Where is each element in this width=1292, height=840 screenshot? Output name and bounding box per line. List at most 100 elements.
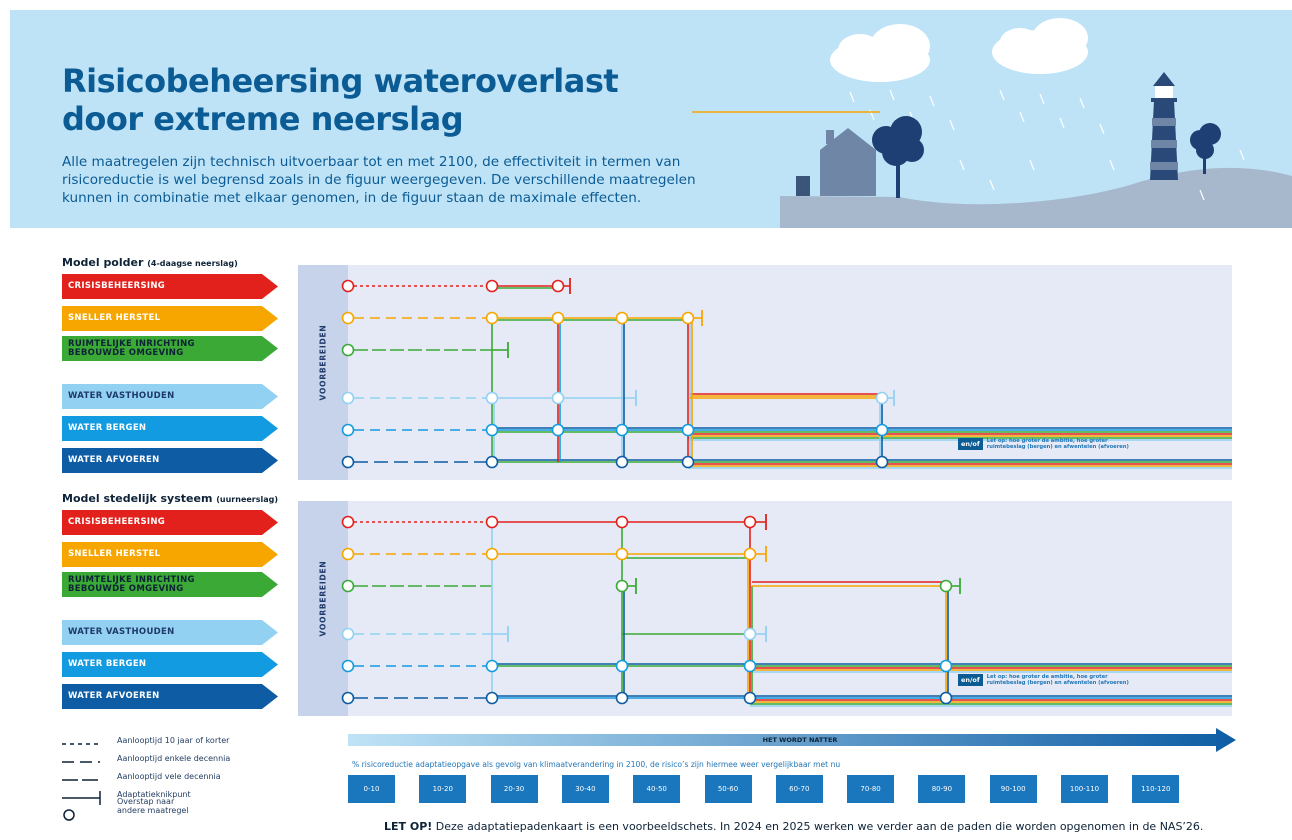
transfer-node <box>551 391 565 405</box>
transfer-node <box>939 659 953 673</box>
arrow-water-vasthouden-1: WATER VASTHOUDEN <box>62 384 278 409</box>
transfer-node <box>485 311 499 325</box>
intro-line-2: risicoreductie is wel begrensd zoals in … <box>62 172 696 188</box>
bin-10-20: 10-20 <box>419 775 467 803</box>
bin-60-70: 60-70 <box>775 775 823 803</box>
intro-line-3: kunnen in combinatie met elkaar genomen,… <box>62 190 642 206</box>
bin-110-120: 110-120 <box>1132 775 1180 803</box>
transfer-node <box>615 455 629 469</box>
model-2-subtitle: (uurneerslag) <box>216 495 279 504</box>
transfer-node <box>615 659 629 673</box>
arrow-sneller-herstel-2: SNELLER HERSTEL <box>62 542 278 567</box>
arrow-water-afvoeren-1: WATER AFVOEREN <box>62 448 278 473</box>
model-1-title: Model polder (4-daagse neerslag) <box>62 256 238 269</box>
bin-40-50: 40-50 <box>633 775 681 803</box>
bin-80-90: 80-90 <box>918 775 966 803</box>
start-node <box>341 547 355 561</box>
transfer-node <box>615 579 629 593</box>
footer-bold: LET OP! <box>384 820 433 833</box>
intro-line-1: Alle maatregelen zijn technisch uitvoerb… <box>62 154 681 170</box>
transfer-node <box>615 311 629 325</box>
bin-30-40: 30-40 <box>561 775 609 803</box>
page-title: Risicobeheersing wateroverlast door extr… <box>62 62 619 138</box>
start-node <box>341 423 355 437</box>
model-1-subtitle: (4-daagse neerslag) <box>147 259 238 268</box>
start-node <box>341 391 355 405</box>
title-line-1: Risicobeheersing wateroverlast <box>62 62 619 100</box>
transfer-node <box>551 279 565 293</box>
start-node <box>341 515 355 529</box>
arrow-crisisbeheersing-2: CRISISBEHEERSING <box>62 510 278 535</box>
start-node <box>341 579 355 593</box>
model-1-title-text: Model polder <box>62 256 144 269</box>
transfer-node <box>743 547 757 561</box>
bin-100-110: 100-110 <box>1061 775 1108 803</box>
intro-text: Alle maatregelen zijn technisch uitvoerb… <box>62 153 742 207</box>
model-1-panel <box>298 265 1232 480</box>
footer-text: Deze adaptatiepadenkaart is een voorbeel… <box>432 820 1204 833</box>
transfer-node <box>485 391 499 405</box>
model-1-note: en/of Let op: hoe groter de ambitie, hoe… <box>958 438 1129 450</box>
start-node <box>341 691 355 705</box>
bin-50-60: 50-60 <box>704 775 752 803</box>
arrow-water-bergen-2: WATER BERGEN <box>62 652 278 677</box>
title-line-2: door extreme neerslag <box>62 100 464 138</box>
model-2-title-text: Model stedelijk systeem <box>62 492 213 505</box>
bin-90-100: 90-100 <box>989 775 1037 803</box>
transfer-node <box>681 423 695 437</box>
axis-caption: % risicoreductie adaptatieopgave als gev… <box>352 760 841 769</box>
transfer-node <box>615 547 629 561</box>
arrow-water-bergen-1: WATER BERGEN <box>62 416 278 441</box>
start-node <box>341 279 355 293</box>
transfer-node <box>485 455 499 469</box>
arrow-crisisbeheersing-1: CRISISBEHEERSING <box>62 274 278 299</box>
model-2-title: Model stedelijk systeem (uurneerslag) <box>62 492 278 505</box>
start-node <box>341 659 355 673</box>
transfer-node <box>485 547 499 561</box>
note-line-1: Let op: hoe groter de ambitie, hoe grote… <box>986 674 1108 680</box>
transfer-node <box>875 455 889 469</box>
arrow-water-vasthouden-2: WATER VASTHOUDEN <box>62 620 278 645</box>
transfer-node <box>485 659 499 673</box>
model-2-note: en/of Let op: hoe groter de ambitie, hoe… <box>958 674 1129 686</box>
transfer-node <box>743 659 757 673</box>
transfer-node <box>551 311 565 325</box>
note-line-2: ruimtebeslag (bergen) en afwentelen (afv… <box>986 680 1129 686</box>
model-1-prep-column <box>298 265 348 480</box>
transfer-node <box>615 691 629 705</box>
model-2-panel <box>298 501 1232 716</box>
footer-note: LET OP! Deze adaptatiepadenkaart is een … <box>384 820 1203 833</box>
arrow-water-afvoeren-2: WATER AFVOEREN <box>62 684 278 709</box>
transfer-node <box>485 515 499 529</box>
en-of-badge: en/of <box>958 438 983 450</box>
transfer-node <box>743 515 757 529</box>
start-node <box>341 455 355 469</box>
transfer-node <box>615 423 629 437</box>
note-line-1: Let op: hoe groter de ambitie, hoe grote… <box>986 438 1108 444</box>
transfer-node <box>681 311 695 325</box>
note-line-2: ruimtebeslag (bergen) en afwentelen (afv… <box>986 444 1129 450</box>
transfer-node <box>485 423 499 437</box>
start-node <box>341 627 355 641</box>
start-node <box>341 343 355 357</box>
transfer-node <box>743 691 757 705</box>
bin-20-30: 20-30 <box>490 775 538 803</box>
axis-arrow-label: HET WORDT NATTER <box>762 736 838 744</box>
en-of-badge: en/of <box>958 674 983 686</box>
transfer-node <box>551 423 565 437</box>
transfer-node <box>681 455 695 469</box>
bin-0-10: 0-10 <box>348 775 395 803</box>
transfer-node <box>939 691 953 705</box>
arrow-sneller-herstel-1: SNELLER HERSTEL <box>62 306 278 331</box>
transfer-node <box>485 279 499 293</box>
start-node <box>341 311 355 325</box>
transfer-node <box>875 391 889 405</box>
transfer-node <box>485 691 499 705</box>
transfer-node <box>615 515 629 529</box>
transfer-node <box>939 579 953 593</box>
model-2-prep-column <box>298 501 348 716</box>
bin-70-80: 70-80 <box>847 775 895 803</box>
